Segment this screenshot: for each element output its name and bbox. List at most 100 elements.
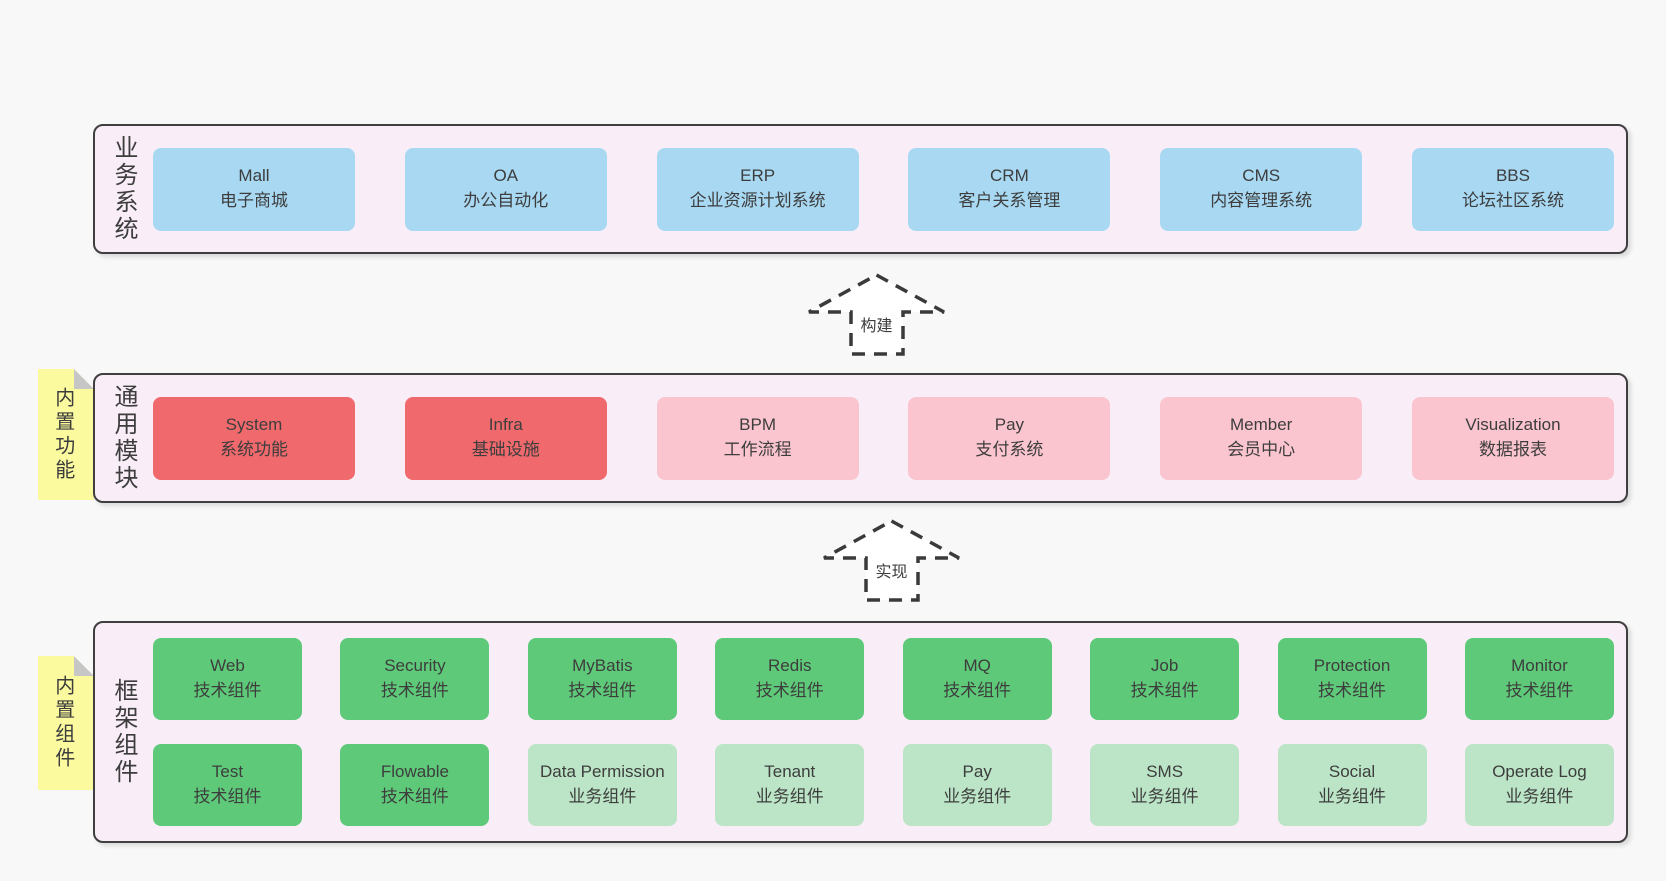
box-data-permission: Data Permission 业务组件 bbox=[527, 744, 677, 826]
box-mall: Mall 电子商城 bbox=[153, 147, 355, 231]
sticky-built-in-components-label: 内置组件 bbox=[51, 675, 74, 771]
box-subtitle: 技术组件 bbox=[193, 787, 262, 806]
box-redis: Redis 技术组件 bbox=[715, 638, 865, 720]
box-title: Operate Log bbox=[1492, 762, 1587, 782]
framework-box-row-1: Web 技术组件 Security 技术组件 MyBatis 技术组件 Redi… bbox=[153, 638, 1614, 720]
box-subtitle: 电子商城 bbox=[220, 191, 288, 210]
box-subtitle: 技术组件 bbox=[380, 787, 449, 806]
box-subtitle: 技术组件 bbox=[1318, 681, 1387, 700]
common-box-row: System 系统功能 Infra 基础设施 BPM 工作流程 Pay 支付系统… bbox=[153, 375, 1614, 501]
box-title: Test bbox=[211, 762, 244, 782]
sticky-built-in-components: 内置组件 bbox=[38, 656, 94, 790]
box-subtitle: 系统功能 bbox=[220, 440, 288, 459]
box-title: Member bbox=[1230, 415, 1293, 435]
box-subtitle: 技术组件 bbox=[380, 681, 449, 700]
box-title: ERP bbox=[740, 166, 776, 186]
framework-box-rows: Web 技术组件 Security 技术组件 MyBatis 技术组件 Redi… bbox=[153, 623, 1614, 841]
box-flowable: Flowable 技术组件 bbox=[340, 744, 490, 826]
box-title: Job bbox=[1150, 656, 1179, 676]
panel-common-modules: 通用模块 System 系统功能 Infra 基础设施 BPM 工作流程 Pay… bbox=[93, 373, 1628, 503]
box-subtitle: 业务组件 bbox=[568, 787, 637, 806]
box-subtitle: 办公自动化 bbox=[463, 191, 549, 210]
box-subtitle: 技术组件 bbox=[1505, 681, 1574, 700]
box-subtitle: 业务组件 bbox=[1505, 787, 1574, 806]
box-subtitle: 企业资源计划系统 bbox=[689, 191, 826, 210]
box-title: BBS bbox=[1495, 166, 1530, 186]
box-subtitle: 业务组件 bbox=[1318, 787, 1387, 806]
panel-framework-components: 框架组件 Web 技术组件 Security 技术组件 MyBatis 技术组件… bbox=[93, 621, 1628, 843]
box-subtitle: 业务组件 bbox=[943, 787, 1012, 806]
box-oa: OA 办公自动化 bbox=[404, 147, 607, 231]
box-title: Data Permission bbox=[539, 762, 665, 782]
box-mybatis: MyBatis 技术组件 bbox=[527, 638, 677, 720]
box-subtitle: 技术组件 bbox=[1130, 681, 1199, 700]
box-job: Job 技术组件 bbox=[1090, 638, 1240, 720]
panel-framework-side-label: 框架组件 bbox=[110, 678, 137, 786]
box-security: Security 技术组件 bbox=[340, 638, 490, 720]
box-title: Visualization bbox=[1465, 415, 1561, 435]
box-infra: Infra 基础设施 bbox=[404, 396, 607, 480]
arrow-build-label: 构建 bbox=[857, 311, 896, 337]
box-monitor: Monitor 技术组件 bbox=[1464, 638, 1614, 720]
box-pay: Pay 支付系统 bbox=[908, 396, 1111, 480]
box-title: MQ bbox=[963, 656, 991, 676]
sticky-built-in-features: 内置功能 bbox=[38, 369, 94, 500]
box-title: Pay bbox=[994, 415, 1025, 435]
box-title: Mall bbox=[238, 166, 270, 186]
box-title: Security bbox=[384, 656, 446, 676]
panel-business-systems: 业务系统 Mall 电子商城 OA 办公自动化 ERP 企业资源计划系统 CRM… bbox=[93, 124, 1628, 254]
box-web: Web 技术组件 bbox=[153, 638, 302, 720]
arrow-implement-icon: 实现 bbox=[821, 517, 962, 604]
box-title: Web bbox=[210, 656, 245, 676]
box-pay-business: Pay 业务组件 bbox=[902, 744, 1052, 826]
business-box-row: Mall 电子商城 OA 办公自动化 ERP 企业资源计划系统 CRM 客户关系… bbox=[153, 126, 1614, 252]
box-title: Flowable bbox=[380, 762, 449, 782]
box-title: CMS bbox=[1242, 166, 1281, 186]
box-title: SMS bbox=[1146, 762, 1184, 782]
framework-box-row-2: Test 技术组件 Flowable 技术组件 Data Permission … bbox=[153, 744, 1614, 826]
box-crm: CRM 客户关系管理 bbox=[908, 147, 1111, 231]
box-title: OA bbox=[493, 166, 519, 186]
box-subtitle: 支付系统 bbox=[975, 440, 1044, 459]
box-operate-log: Operate Log 业务组件 bbox=[1464, 744, 1614, 826]
box-title: Social bbox=[1328, 762, 1376, 782]
box-member: Member 会员中心 bbox=[1160, 396, 1363, 480]
box-subtitle: 内容管理系统 bbox=[1210, 191, 1313, 210]
box-title: Infra bbox=[488, 415, 523, 435]
box-subtitle: 技术组件 bbox=[193, 681, 262, 700]
box-subtitle: 技术组件 bbox=[755, 681, 824, 700]
box-erp: ERP 企业资源计划系统 bbox=[656, 147, 859, 231]
box-system: System 系统功能 bbox=[153, 396, 355, 480]
sticky-built-in-features-label: 内置功能 bbox=[51, 386, 74, 483]
box-subtitle: 客户关系管理 bbox=[958, 191, 1061, 210]
box-subtitle: 会员中心 bbox=[1227, 440, 1296, 459]
box-test: Test 技术组件 bbox=[153, 744, 302, 826]
panel-business-side-label: 业务系统 bbox=[110, 135, 137, 243]
box-cms: CMS 内容管理系统 bbox=[1160, 147, 1363, 231]
box-subtitle: 数据报表 bbox=[1478, 440, 1547, 459]
box-title: Redis bbox=[768, 656, 812, 676]
box-subtitle: 基础设施 bbox=[471, 440, 540, 459]
box-protection: Protection 技术组件 bbox=[1277, 638, 1427, 720]
box-subtitle: 业务组件 bbox=[1130, 787, 1199, 806]
box-subtitle: 论坛社区系统 bbox=[1461, 191, 1564, 210]
box-title: Protection bbox=[1313, 656, 1391, 676]
panel-common-side-label: 通用模块 bbox=[110, 384, 137, 492]
box-tenant: Tenant 业务组件 bbox=[715, 744, 865, 826]
arrow-implement-label: 实现 bbox=[872, 557, 911, 583]
box-title: MyBatis bbox=[572, 656, 633, 676]
box-bbs: BBS 论坛社区系统 bbox=[1411, 147, 1614, 231]
box-subtitle: 技术组件 bbox=[943, 681, 1012, 700]
arrow-build-icon: 构建 bbox=[806, 271, 947, 358]
box-subtitle: 工作流程 bbox=[723, 440, 792, 459]
box-mq: MQ 技术组件 bbox=[902, 638, 1052, 720]
box-subtitle: 技术组件 bbox=[568, 681, 637, 700]
box-sms: SMS 业务组件 bbox=[1090, 744, 1240, 826]
box-title: System bbox=[225, 415, 283, 435]
box-title: Pay bbox=[962, 762, 992, 782]
box-bpm: BPM 工作流程 bbox=[656, 396, 859, 480]
box-title: Monitor bbox=[1511, 656, 1568, 676]
box-visualization: Visualization 数据报表 bbox=[1411, 396, 1614, 480]
box-title: BPM bbox=[739, 415, 777, 435]
